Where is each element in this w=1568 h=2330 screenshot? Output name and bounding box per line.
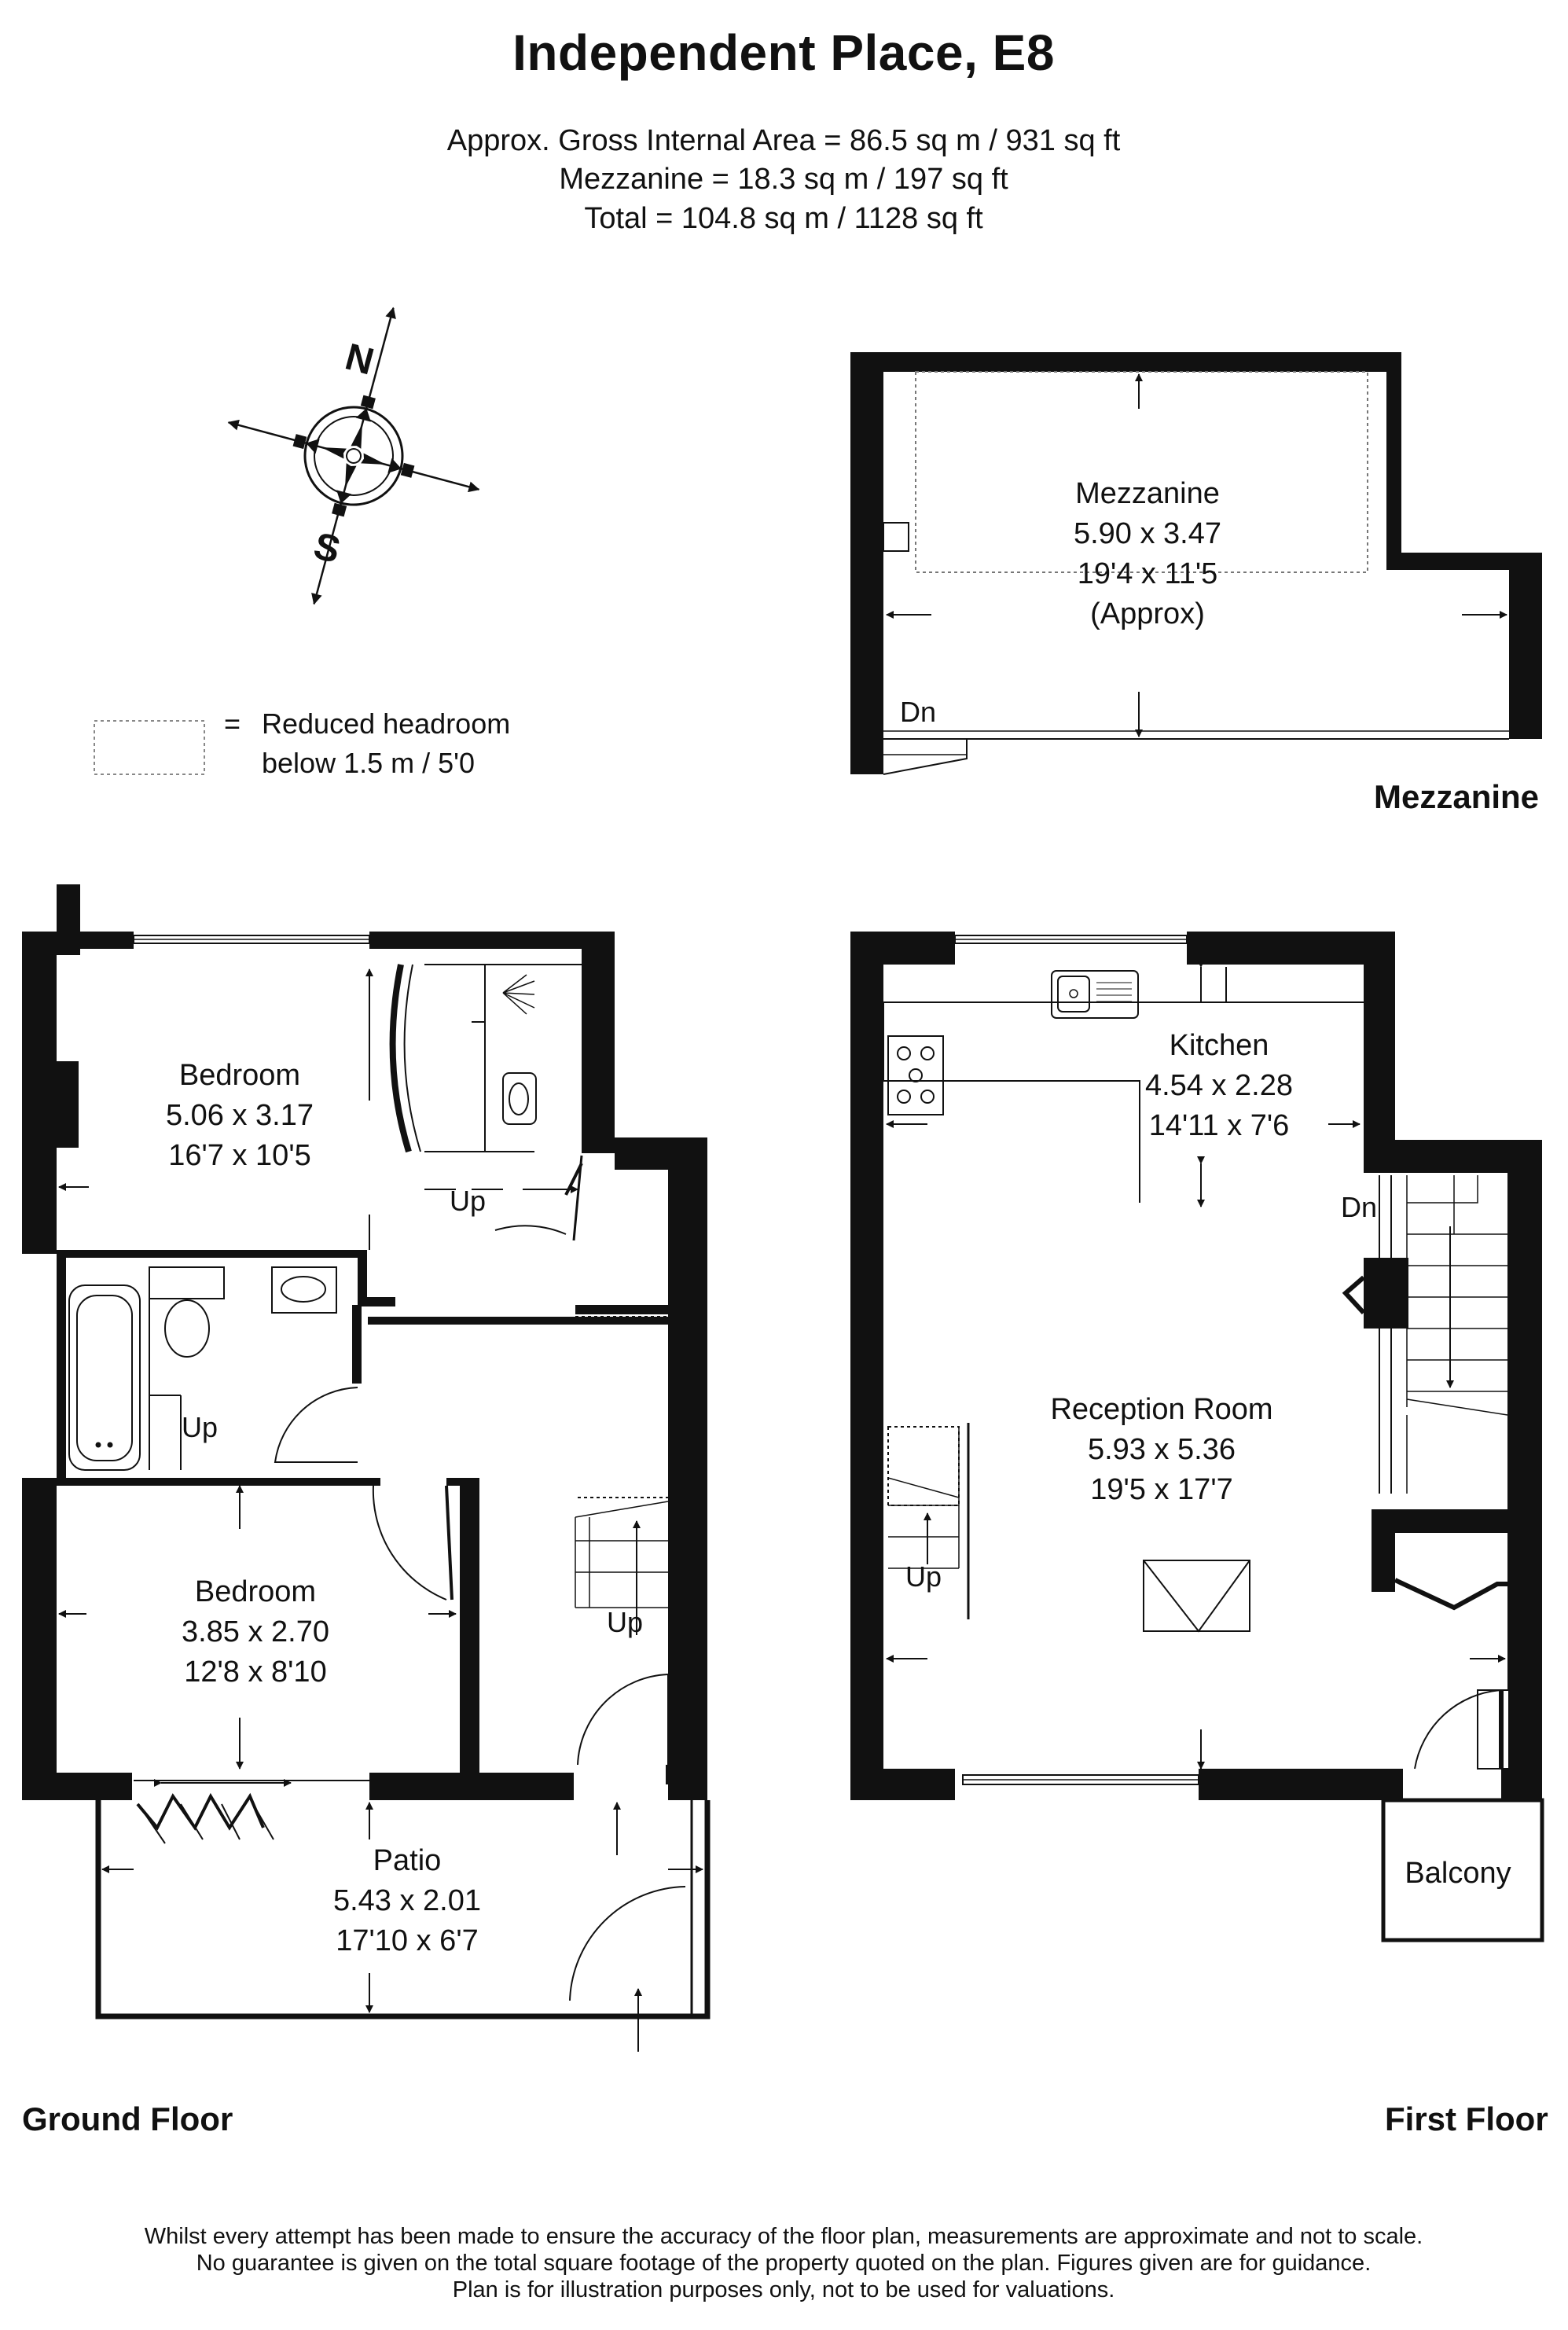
room-label-patio: Patio 5.43 x 2.01 17'10 x 6'7 [333, 1841, 481, 1961]
room-metric: 5.43 x 2.01 [332, 1884, 482, 1917]
room-name: Bedroom [178, 1059, 301, 1092]
room-name: Mezzanine [1075, 477, 1220, 510]
disclaimer-line-2: No guarantee is given on the total squar… [196, 2251, 1372, 2276]
legend-line-1: Reduced headroom [262, 707, 511, 740]
room-metric: 5.93 x 5.36 [1087, 1433, 1236, 1466]
room-note: (Approx) [1090, 597, 1205, 630]
stair-label-dn: Dn [1341, 1191, 1378, 1223]
room-label-bedroom-2: Bedroom 3.85 x 2.70 12'8 x 8'10 [182, 1572, 329, 1692]
area-gross: Approx. Gross Internal Area = 86.5 sq m … [446, 124, 1121, 157]
room-metric: 3.85 x 2.70 [181, 1615, 330, 1648]
room-metric: 5.06 x 3.17 [165, 1099, 314, 1132]
area-total: Total = 104.8 sq m / 1128 sq ft [584, 202, 983, 235]
room-name: Kitchen [1169, 1029, 1269, 1062]
reduced-headroom-legend-box [94, 720, 205, 775]
room-name: Reception Room [1050, 1393, 1273, 1426]
room-imperial: 19'4 x 11'5 [1077, 557, 1218, 590]
room-name: Balcony [1405, 1857, 1511, 1890]
room-name: Bedroom [194, 1575, 317, 1608]
stair-label-up: Up [905, 1560, 942, 1593]
room-label-mezzanine: Mezzanine 5.90 x 3.47 19'4 x 11'5 (Appro… [1074, 474, 1221, 634]
plan-title: Independent Place, E8 [512, 24, 1055, 81]
first-floor-plan [850, 932, 1544, 1942]
ground-floor-plan [22, 884, 711, 2052]
room-imperial: 16'7 x 10'5 [168, 1139, 311, 1172]
stair-label-up: Up [182, 1411, 218, 1443]
room-label-bedroom-1: Bedroom 5.06 x 3.17 16'7 x 10'5 [166, 1056, 314, 1176]
floor-label-ground: Ground Floor [22, 2100, 233, 2137]
room-label-balcony: Balcony [1405, 1854, 1511, 1894]
legend-equals: = [224, 707, 241, 740]
room-imperial: 14'11 x 7'6 [1148, 1109, 1290, 1142]
area-mezzanine: Mezzanine = 18.3 sq m / 197 sq ft [559, 163, 1008, 196]
disclaimer-line-1: Whilst every attempt has been made to en… [144, 2224, 1423, 2249]
compass-icon [227, 307, 480, 605]
room-label-reception: Reception Room 5.93 x 5.36 19'5 x 17'7 [1050, 1390, 1272, 1510]
room-imperial: 12'8 x 8'10 [184, 1656, 327, 1689]
disclaimer-line-3: Plan is for illustration purposes only, … [452, 2277, 1115, 2302]
stair-label-up: Up [450, 1185, 487, 1217]
room-name: Patio [373, 1844, 442, 1877]
room-imperial: 17'10 x 6'7 [336, 1924, 479, 1957]
room-imperial: 19'5 x 17'7 [1090, 1473, 1233, 1506]
stair-label-dn: Dn [900, 696, 937, 728]
stair-label-up: Up [607, 1606, 644, 1638]
mezzanine-plan [850, 352, 1542, 775]
room-metric: 5.90 x 3.47 [1073, 517, 1222, 550]
floor-label-first: First Floor [1385, 2100, 1548, 2137]
room-metric: 4.54 x 2.28 [1144, 1069, 1294, 1102]
legend-line-2: below 1.5 m / 5'0 [262, 747, 476, 779]
room-label-kitchen: Kitchen 4.54 x 2.28 14'11 x 7'6 [1145, 1026, 1293, 1146]
floor-label-mezzanine: Mezzanine [1374, 778, 1540, 815]
